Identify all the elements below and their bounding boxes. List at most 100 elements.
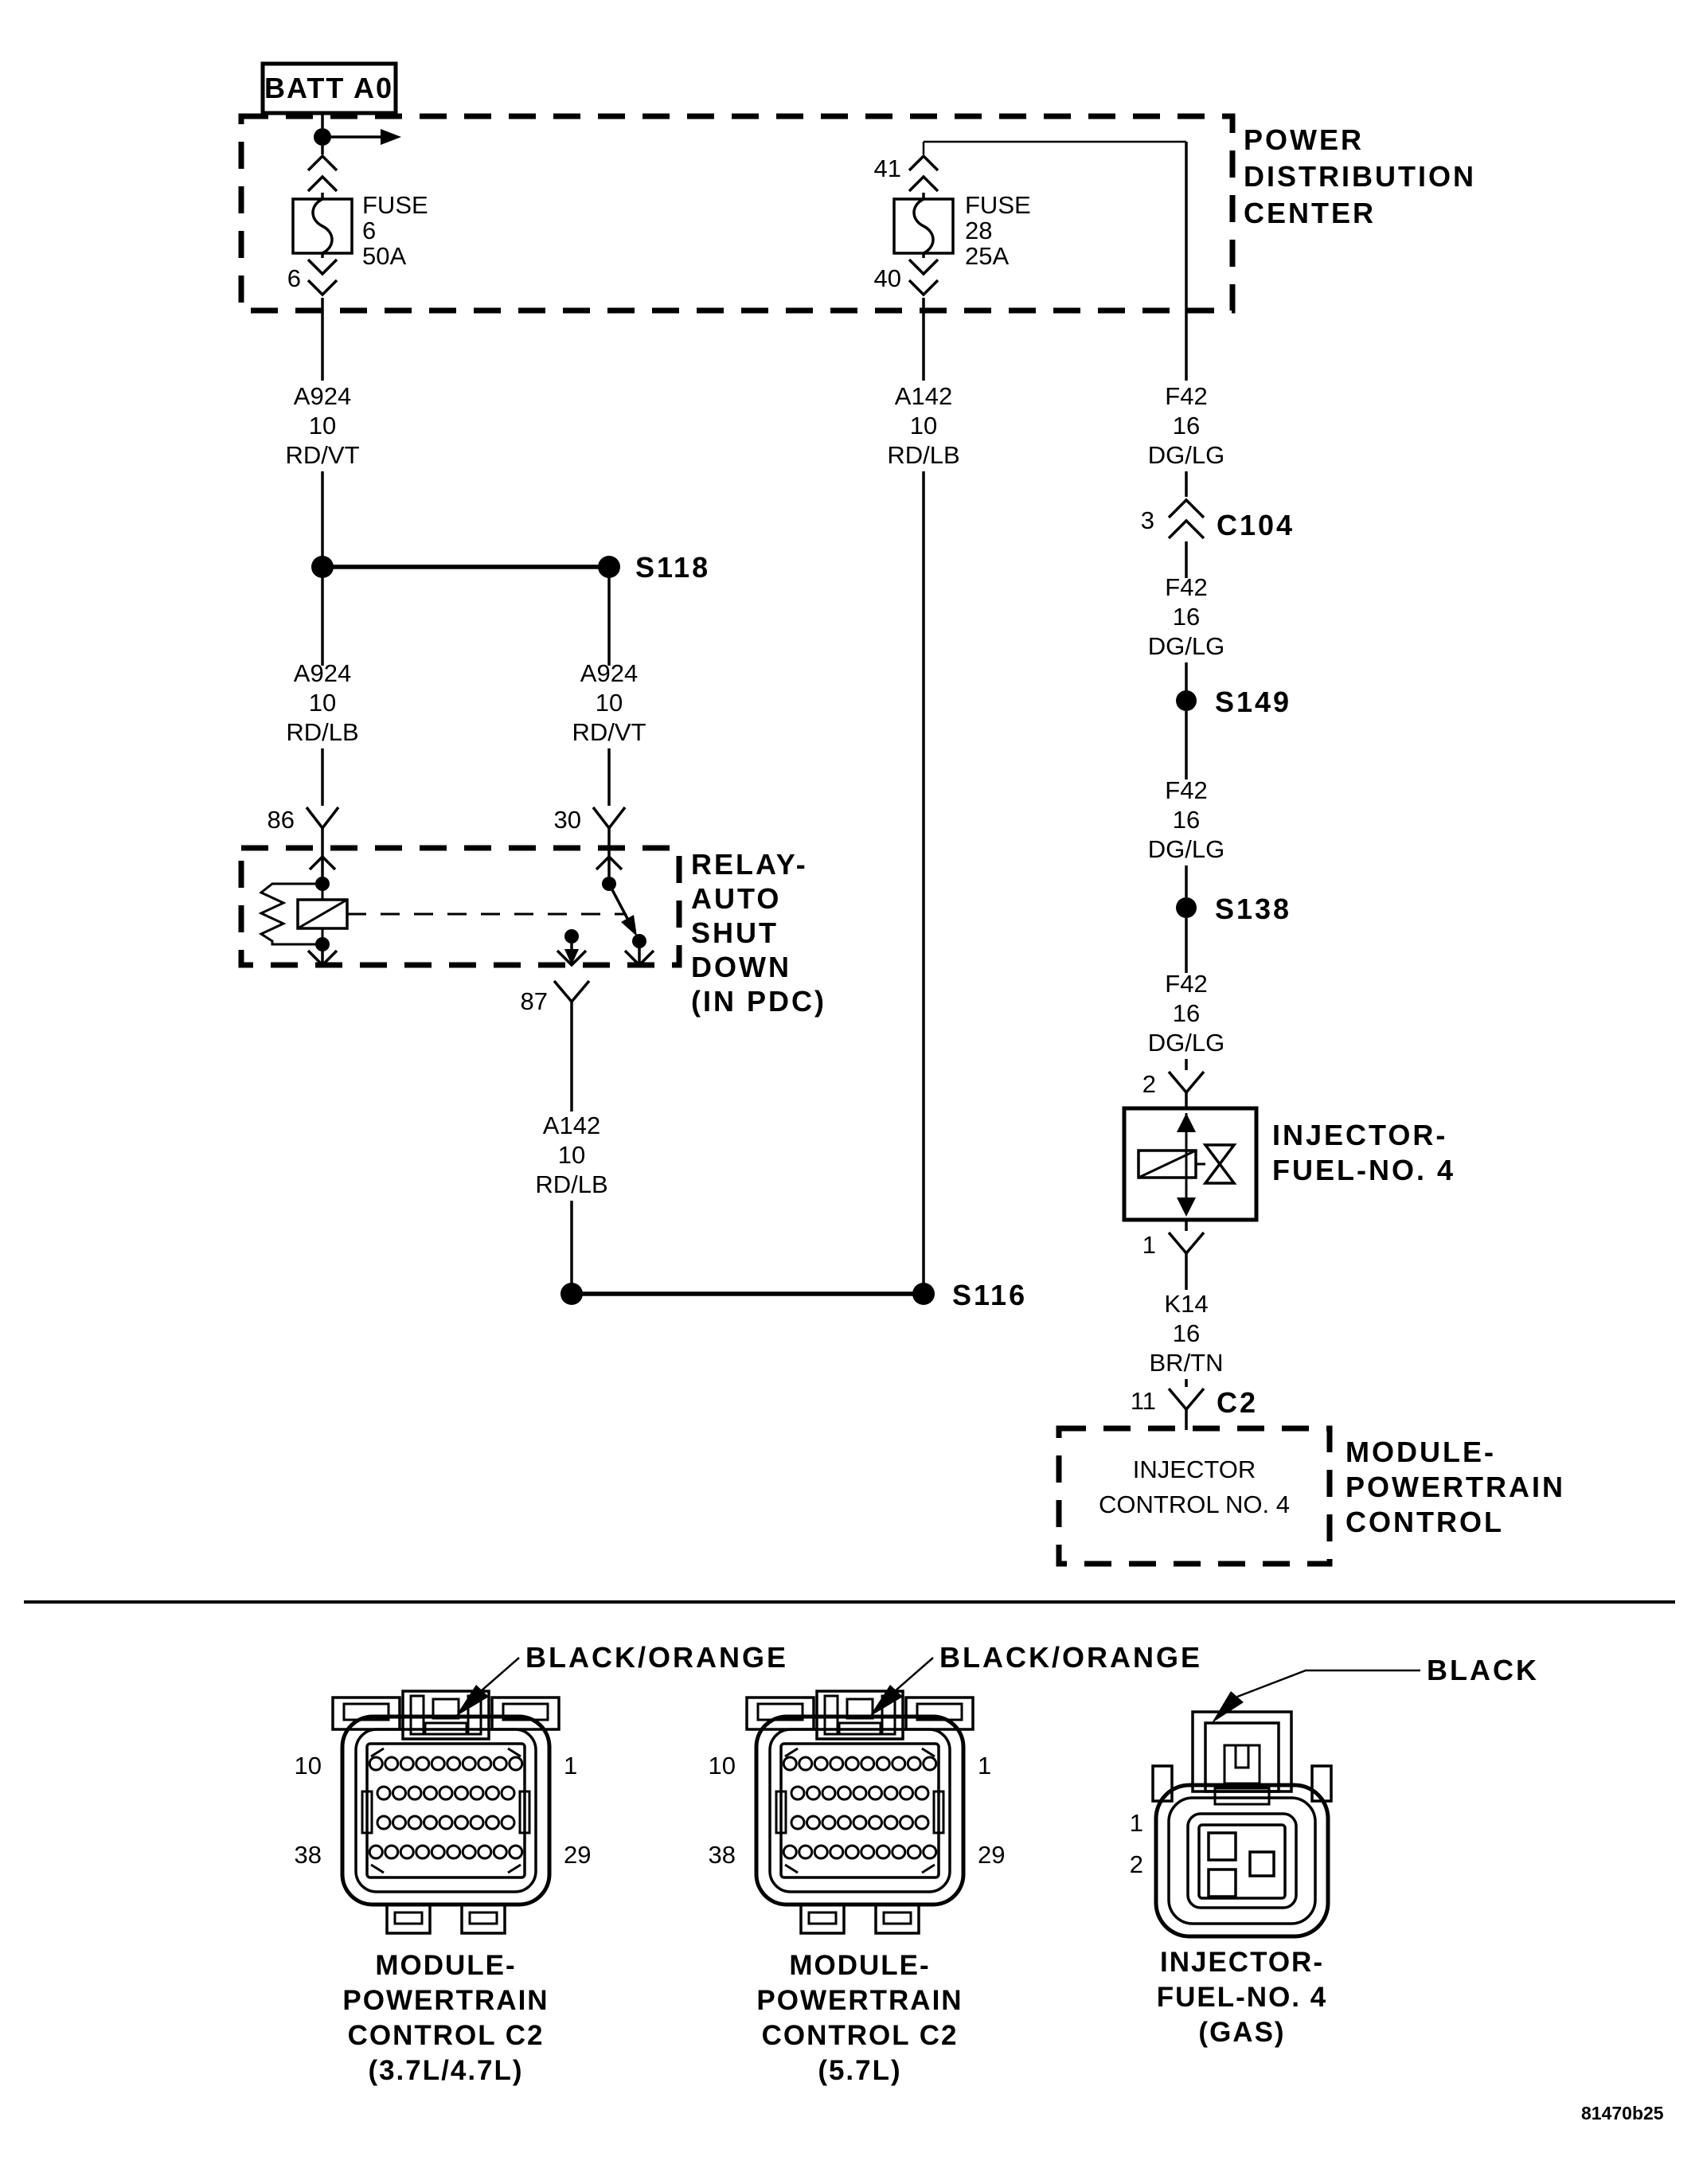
connector2-wire-color-label: BLACK/ORANGE bbox=[939, 1641, 1202, 1674]
c2-label: C2 bbox=[1217, 1386, 1258, 1419]
fuse28-label: FUSE bbox=[965, 191, 1031, 219]
fuse-28: FUSE 28 25A bbox=[892, 191, 1031, 270]
wire-color: DG/LG bbox=[1148, 441, 1224, 469]
wire-color: RD/LB bbox=[887, 441, 959, 469]
connector2-caption-line3: CONTROL C2 bbox=[762, 2020, 959, 2051]
connector-c2-fork-icon bbox=[1167, 1387, 1205, 1412]
splice-junction-dot bbox=[311, 556, 334, 578]
wire-color: RD/LB bbox=[286, 718, 358, 746]
injector-pin1-label: 1 bbox=[1142, 1231, 1156, 1259]
wire-label-f42-3: F42 16 DG/LG bbox=[1148, 776, 1224, 863]
injector-title-line1: INJECTOR- bbox=[1272, 1119, 1447, 1151]
wire-gauge: 16 bbox=[1173, 412, 1200, 440]
pdc-title-line3: CENTER bbox=[1244, 197, 1376, 229]
connector1-caption-line2: POWERTRAIN bbox=[342, 1985, 549, 2016]
injector-arrow-down-icon bbox=[1177, 1197, 1196, 1217]
c104-label: C104 bbox=[1217, 509, 1295, 541]
splice-s138-dot bbox=[1176, 897, 1197, 918]
fuse6-id: 6 bbox=[362, 217, 376, 244]
injector-pin2-fork-icon bbox=[1167, 1070, 1205, 1095]
c2-pin-label: 11 bbox=[1131, 1387, 1156, 1415]
wire-label-k14: K14 16 BR/TN bbox=[1150, 1290, 1224, 1377]
fuse28-pin-in: 41 bbox=[874, 154, 901, 182]
splice-s116-label: S116 bbox=[952, 1279, 1027, 1311]
fuse28-pin-out: 40 bbox=[874, 264, 901, 292]
wire-circuit: A924 bbox=[294, 659, 351, 687]
wire-label-a924-rdlb: A924 10 RD/LB bbox=[286, 659, 358, 746]
pcm-box bbox=[1056, 1425, 1333, 1567]
connector1-pin-top-right: 1 bbox=[564, 1752, 577, 1780]
injector-conn-arrow-icon bbox=[1212, 1691, 1244, 1723]
wire-label-f42-2: F42 16 DG/LG bbox=[1148, 573, 1224, 660]
connector-c104-icon bbox=[1167, 498, 1205, 540]
connector1-wire-color-label: BLACK/ORANGE bbox=[525, 1641, 788, 1674]
relay-pin87-label: 87 bbox=[521, 987, 548, 1015]
pcm-internal-label: INJECTOR CONTROL NO. 4 bbox=[1099, 1455, 1290, 1518]
pdc-title: POWER DISTRIBUTION CENTER bbox=[1244, 123, 1474, 229]
wire-color: DG/LG bbox=[1148, 632, 1224, 660]
injector-pin1-fork-icon bbox=[1167, 1231, 1205, 1256]
wire-circuit: F42 bbox=[1165, 970, 1207, 998]
wire-circuit: A142 bbox=[895, 382, 952, 410]
wire-color: DG/LG bbox=[1148, 1029, 1224, 1057]
connector-chevrons-fuse28-in-icon bbox=[908, 154, 939, 193]
connector1-caption-line3: CONTROL C2 bbox=[348, 2020, 545, 2051]
wire-gauge: 10 bbox=[309, 412, 336, 440]
pdc-title-line1: POWER bbox=[1244, 123, 1364, 156]
fuse-6: FUSE 6 50A bbox=[291, 191, 428, 270]
connector-view-pcm-57: BLACK/ORANGE 10 1 38 29 MODULE- POWERTRA… bbox=[709, 1641, 1202, 2086]
pcm-title-line3: CONTROL bbox=[1346, 1506, 1504, 1538]
splice-s116-dot bbox=[912, 1283, 935, 1305]
connector1-caption-line4: (3.7L/4.7L) bbox=[368, 2055, 523, 2086]
wire-circuit: F42 bbox=[1165, 573, 1207, 601]
connector3-pin-1: 1 bbox=[1130, 1809, 1143, 1837]
wire-label-a142-relay-out: A142 10 RD/LB bbox=[535, 1112, 607, 1198]
relay-pin30-fork-icon bbox=[592, 806, 627, 830]
connector3-caption-line2: FUEL-NO. 4 bbox=[1157, 1982, 1327, 2013]
connector-chevrons-fuse6-in-icon bbox=[307, 154, 338, 193]
connector-view-pcm-37-47: BLACK/ORANGE 10 1 38 29 MODULE- POWERTRA… bbox=[295, 1641, 788, 2086]
wire-color: BR/TN bbox=[1150, 1349, 1224, 1377]
relay-edge-chevron30-icon bbox=[595, 854, 623, 871]
batt-junction-dot bbox=[314, 128, 331, 146]
relay-title-line4: DOWN bbox=[691, 951, 791, 983]
wire-gauge: 10 bbox=[910, 412, 937, 440]
injector-box bbox=[1122, 1106, 1259, 1222]
wire-circuit: A924 bbox=[294, 382, 351, 410]
injector-valve-icon bbox=[1202, 1143, 1237, 1166]
splice-s138-label: S138 bbox=[1215, 893, 1291, 925]
relay-pin86-label: 86 bbox=[268, 806, 295, 834]
wire-color: RD/VT bbox=[286, 441, 360, 469]
wire-gauge: 10 bbox=[309, 689, 336, 717]
pdc-box bbox=[238, 113, 1236, 314]
connector2-pin-bottom-right: 29 bbox=[978, 1841, 1005, 1869]
injector-title-line2: FUEL-NO. 4 bbox=[1272, 1154, 1455, 1186]
relay-pin30-label: 30 bbox=[554, 806, 581, 834]
wire-label-f42-1: F42 16 DG/LG bbox=[1148, 382, 1224, 469]
connector2-pin-bottom-left: 38 bbox=[709, 1841, 736, 1869]
splice-s116-left-dot bbox=[560, 1283, 583, 1305]
c104-pin-label: 3 bbox=[1141, 506, 1154, 534]
injector-arrow-up-icon bbox=[1177, 1113, 1196, 1132]
splice-s149-label: S149 bbox=[1215, 686, 1291, 718]
relay-edge-chevron-icon bbox=[308, 854, 337, 871]
connector3-caption-line1: INJECTOR- bbox=[1160, 1947, 1324, 1978]
fuse28-rating: 25A bbox=[965, 242, 1009, 270]
wire-label-f42-4: F42 16 DG/LG bbox=[1148, 970, 1224, 1057]
connector3-caption-line3: (GAS) bbox=[1198, 2017, 1285, 2048]
connector2-caption-line2: POWERTRAIN bbox=[756, 1985, 963, 2016]
pcm-title-line1: MODULE- bbox=[1346, 1436, 1496, 1468]
connector1-caption-line1: MODULE- bbox=[375, 1950, 516, 1981]
connector1-pin-bottom-left: 38 bbox=[295, 1841, 322, 1869]
splice-s118-label: S118 bbox=[635, 551, 710, 584]
connector3-wire-color-label: BLACK bbox=[1427, 1654, 1539, 1686]
wire-circuit: K14 bbox=[1164, 1290, 1208, 1318]
relay-title-line1: RELAY- bbox=[691, 848, 808, 881]
wire-gauge: 16 bbox=[1173, 603, 1200, 631]
wire-circuit: F42 bbox=[1165, 776, 1207, 804]
pcm-internal-line2: CONTROL NO. 4 bbox=[1099, 1491, 1290, 1518]
connector-view-injector: BLACK 1 2 INJECTOR- FUEL-NO. 4 (GAS) bbox=[1130, 1654, 1539, 2048]
wire-circuit: F42 bbox=[1165, 382, 1207, 410]
